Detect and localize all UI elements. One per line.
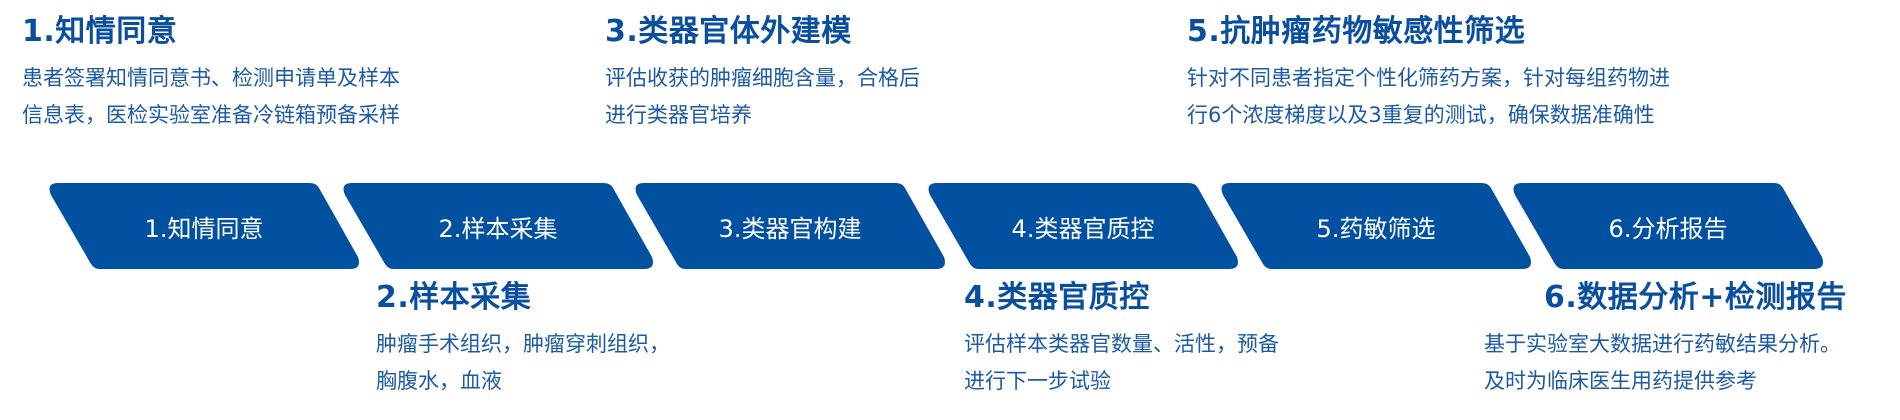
block-description: 患者签署知情同意书、检测申请单及样本 信息表，医检实验室准备冷链箱预备采样 [22,60,400,134]
step-1: 1.知情同意 [48,183,360,269]
step-label: 4.类器官质控 [1011,214,1155,243]
block-description: 肿瘤手术组织，肿瘤穿刺组织， 胸腹水，血液 [376,326,670,400]
description-line: 基于实验室大数据进行药敏结果分析。 [1484,332,1841,356]
top-block-3: 3.类器官体外建模 评估收获的肿瘤细胞含量，合格后 进行类器官培养 [605,14,920,134]
description-line: 针对不同患者指定个性化筛药方案，针对每组药物进 [1187,66,1670,90]
block-title: 1.知情同意 [22,14,178,49]
top-block-1: 1.知情同意 患者签署知情同意书、检测申请单及样本 信息表，医检实验室准备冷链箱… [22,14,400,134]
description-line: 评估收获的肿瘤细胞含量，合格后 [605,66,920,90]
block-title: 4.类器官质控 [964,280,1150,315]
parallelogram-shape [928,183,1238,269]
parallelogram-shape [343,183,653,269]
block-description: 评估样本类器官数量、活性，预备 进行下一步试验 [964,326,1279,400]
description-line: 及时为临床医生用药提供参考 [1484,369,1757,393]
description-line: 进行下一步试验 [964,369,1111,393]
block-description: 针对不同患者指定个性化筛药方案，针对每组药物进 行6个浓度梯度以及3重复的测试，… [1187,60,1670,134]
block-description: 基于实验室大数据进行药敏结果分析。 及时为临床医生用药提供参考 [1484,326,1847,400]
parallelogram-shape [1513,183,1823,269]
step-label: 5.药敏筛选 [1316,214,1436,243]
step-4: 4.类器官质控 [927,183,1239,269]
step-5: 5.药敏筛选 [1220,183,1532,269]
step-3: 3.类器官构建 [634,183,946,269]
description-line: 信息表，医检实验室准备冷链箱预备采样 [22,103,400,127]
step-label: 1.知情同意 [144,214,264,243]
top-block-5: 5.抗肿瘤药物敏感性筛选 针对不同患者指定个性化筛药方案，针对每组药物进 行6个… [1187,14,1670,134]
block-description: 评估收获的肿瘤细胞含量，合格后 进行类器官培养 [605,60,920,134]
step-2: 2.样本采集 [342,183,654,269]
description-line: 进行类器官培养 [605,103,752,127]
bottom-block-4: 4.类器官质控 评估样本类器官数量、活性，预备 进行下一步试验 [964,280,1279,400]
step-label: 3.类器官构建 [718,214,862,243]
parallelogram-shape [1221,183,1531,269]
description-line: 患者签署知情同意书、检测申请单及样本 [22,66,400,90]
step-label: 6.分析报告 [1608,214,1728,243]
description-line: 胸腹水，血液 [376,369,502,393]
step-label: 2.样本采集 [438,214,558,243]
block-title: 2.样本采集 [376,280,532,315]
description-line: 评估样本类器官数量、活性，预备 [964,332,1279,356]
description-line: 肿瘤手术组织，肿瘤穿刺组织， [376,332,670,356]
step-6: 6.分析报告 [1512,183,1824,269]
parallelogram-shape [635,183,945,269]
bottom-block-6: 6.数据分析+检测报告 基于实验室大数据进行药敏结果分析。 及时为临床医生用药提… [1484,280,1847,400]
bottom-block-2: 2.样本采集 肿瘤手术组织，肿瘤穿刺组织， 胸腹水，血液 [376,280,670,400]
block-title: 6.数据分析+检测报告 [1544,280,1847,315]
block-title: 3.类器官体外建模 [605,14,852,49]
parallelogram-shape [49,183,359,269]
description-line: 行6个浓度梯度以及3重复的测试，确保数据准确性 [1187,103,1655,127]
block-title: 5.抗肿瘤药物敏感性筛选 [1187,14,1526,49]
